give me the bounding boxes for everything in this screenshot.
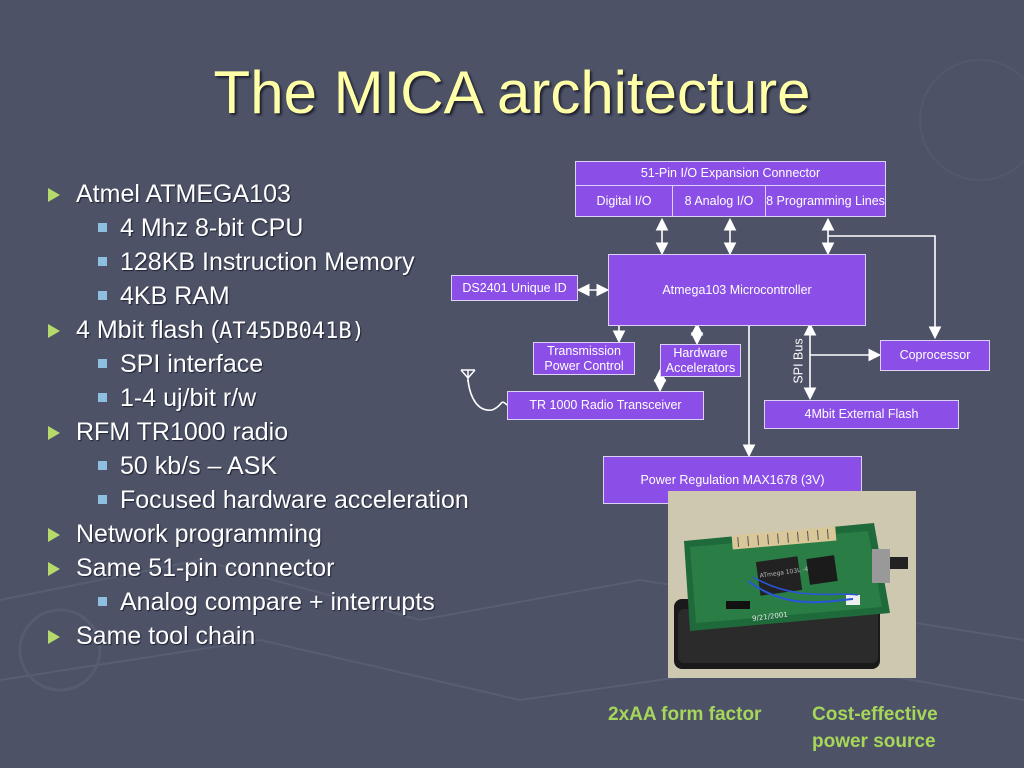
sub-bullet-item: 4KB RAM xyxy=(98,282,230,311)
sub-bullet-item: Analog compare + interrupts xyxy=(98,588,435,617)
antenna-wire xyxy=(467,379,508,411)
bullet-item: Same tool chain xyxy=(48,622,255,651)
spi-bus-label-wrap: SPI Bus xyxy=(786,336,812,386)
line-to-coprocessor xyxy=(828,235,942,340)
square-bullet-icon xyxy=(98,461,107,470)
sub-bullet-item: 1-4 uj/bit r/w xyxy=(98,384,256,413)
bullet-item: Same 51-pin connector xyxy=(48,554,334,583)
triangle-bullet-icon xyxy=(48,562,60,576)
programming-lines-box: 8 Programming Lines xyxy=(765,185,886,217)
triangle-bullet-icon xyxy=(48,188,60,202)
hw-accelerators-box: Hardware Accelerators xyxy=(660,344,741,377)
square-bullet-icon xyxy=(98,597,107,606)
ds2401-box: DS2401 Unique ID xyxy=(451,275,578,301)
antenna-icon xyxy=(460,369,476,382)
bullet-item: Network programming xyxy=(48,520,322,549)
triangle-bullet-icon xyxy=(48,630,60,644)
coprocessor-box: Coprocessor xyxy=(880,340,990,371)
sub-bullet-item: 4 Mhz 8-bit CPU xyxy=(98,214,303,243)
sub-bullet-item: SPI interface xyxy=(98,350,263,379)
tx-power-control-box: Transmission Power Control xyxy=(533,342,635,375)
analog-io-box: 8 Analog I/O xyxy=(672,185,766,217)
sub-bullet-item: Focused hardware acceleration xyxy=(98,486,469,515)
square-bullet-icon xyxy=(98,359,107,368)
bullet-item: 4 Mbit flash (AT45DB041B) xyxy=(48,316,365,345)
square-bullet-icon xyxy=(98,393,107,402)
triangle-bullet-icon xyxy=(48,324,60,338)
cost-caption: Cost-effective power source xyxy=(812,704,938,752)
mica-board-illustration: ATmega 103L -4AC 0122 9/21/2001 xyxy=(668,491,916,678)
square-bullet-icon xyxy=(98,495,107,504)
bullet-item: RFM TR1000 radio xyxy=(48,418,288,447)
square-bullet-icon xyxy=(98,257,107,266)
external-flash-box: 4Mbit External Flash xyxy=(764,400,959,429)
sub-bullet-item: 128KB Instruction Memory xyxy=(98,248,415,277)
digital-io-box: Digital I/O xyxy=(575,185,673,217)
bullet-item: Atmel ATMEGA103 xyxy=(48,180,291,209)
slide-title: The MICA architecture xyxy=(213,59,811,126)
triangle-bullet-icon xyxy=(48,528,60,542)
square-bullet-icon xyxy=(98,291,107,300)
microcontroller-box: Atmega103 Microcontroller xyxy=(608,254,866,326)
square-bullet-icon xyxy=(98,223,107,232)
sub-bullet-item: 50 kb/s – ASK xyxy=(98,452,277,481)
io-expansion-connector: 51-Pin I/O Expansion Connector xyxy=(575,161,886,186)
spi-bus-label: SPI Bus xyxy=(792,338,807,384)
mica-board-photo: ATmega 103L -4AC 0122 9/21/2001 xyxy=(668,491,916,678)
form-factor-caption: 2xAA form factor xyxy=(608,704,762,725)
radio-transceiver-box: TR 1000 Radio Transceiver xyxy=(507,391,704,420)
triangle-bullet-icon xyxy=(48,426,60,440)
